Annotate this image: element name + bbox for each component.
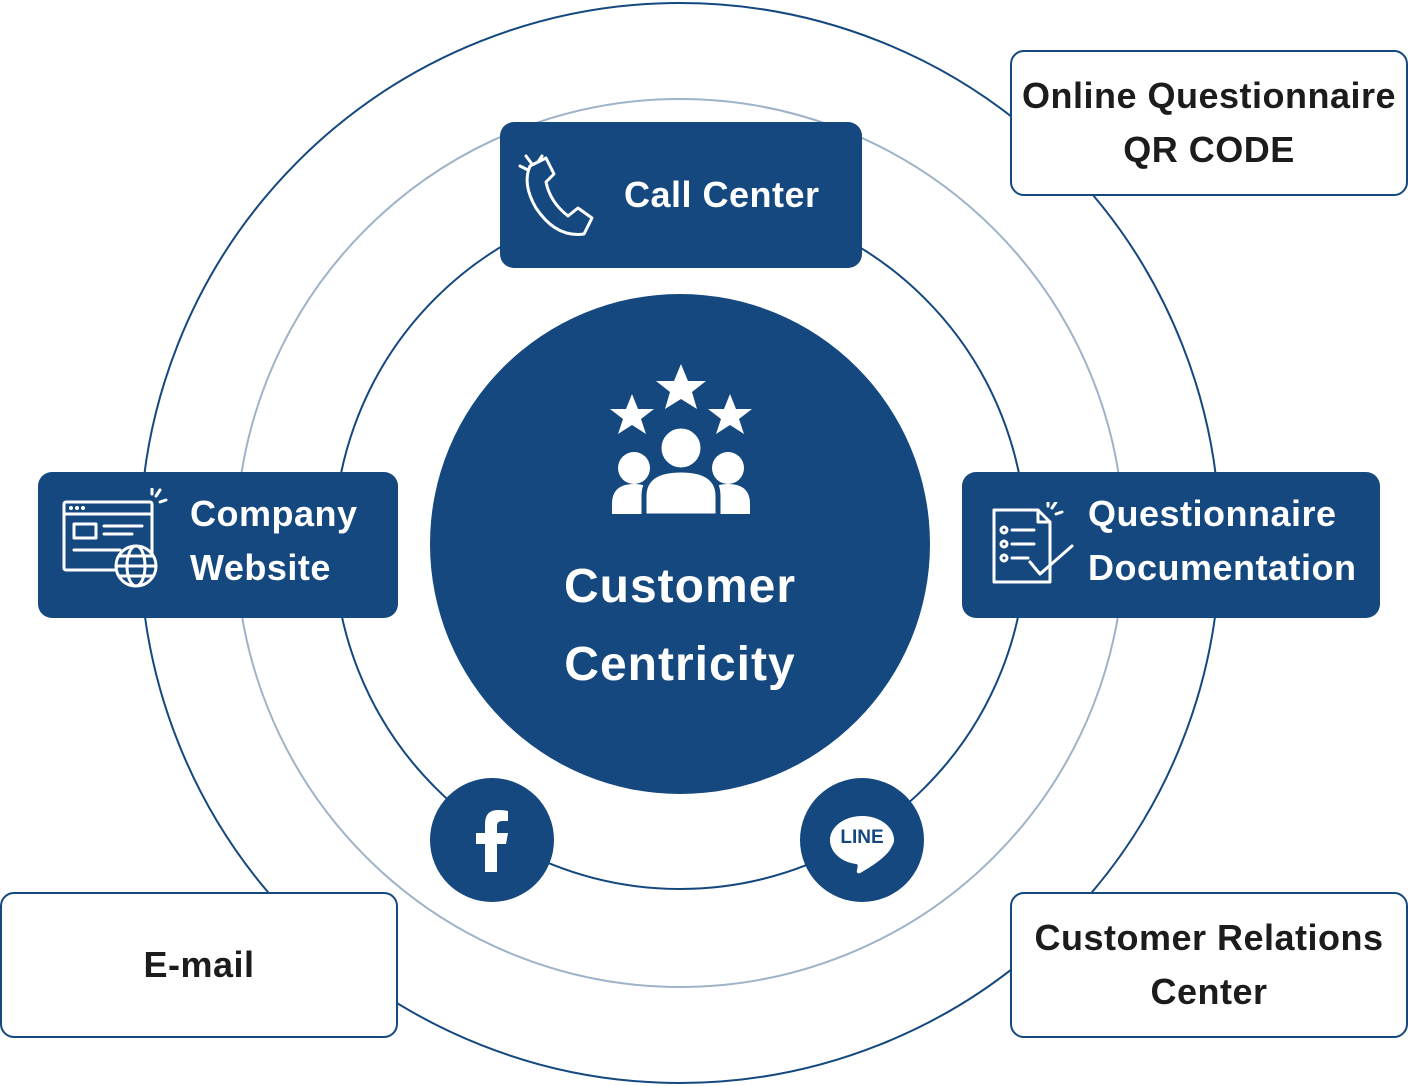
facebook-badge (430, 778, 554, 902)
website-globe-icon (62, 488, 168, 588)
company-website-label: Company Website (190, 487, 358, 595)
company-website-card: Company Website (38, 472, 398, 618)
phone-icon (518, 154, 594, 236)
facebook-icon (476, 810, 508, 872)
customer-relations-center-card: Customer Relations Center (1010, 892, 1408, 1038)
customer-relations-center-line1: Customer Relations (1034, 917, 1384, 958)
customer-centricity-hub: Customer Centricity (430, 294, 930, 794)
questionnaire-documentation-label: Questionnaire Documentation (1088, 487, 1357, 595)
online-questionnaire-line2: QR CODE (1123, 129, 1295, 170)
customer-satisfaction-icon (610, 364, 752, 516)
email-card: E-mail (0, 892, 398, 1038)
online-questionnaire-card: Online Questionnaire QR CODE (1010, 50, 1408, 196)
company-website-line2: Website (190, 547, 331, 588)
call-center-card: Call Center (500, 122, 862, 268)
questionnaire-documentation-line1: Questionnaire (1088, 493, 1337, 534)
checklist-document-icon (992, 502, 1074, 584)
questionnaire-documentation-line2: Documentation (1088, 547, 1357, 588)
line-icon (830, 816, 894, 874)
online-questionnaire-line1: Online Questionnaire (1021, 75, 1397, 116)
hub-title-line2: Centricity (564, 638, 796, 691)
questionnaire-documentation-card: Questionnaire Documentation (962, 472, 1380, 618)
line-logo-text: LINE (840, 827, 884, 848)
call-center-label: Call Center (624, 174, 820, 215)
customer-relations-center-line2: Center (1150, 971, 1268, 1012)
line-badge: LINE (800, 778, 924, 902)
email-label: E-mail (143, 944, 255, 985)
company-website-line1: Company (190, 493, 358, 534)
hub-title-line1: Customer (563, 560, 797, 613)
hub-title: Customer Centricity (430, 548, 930, 704)
